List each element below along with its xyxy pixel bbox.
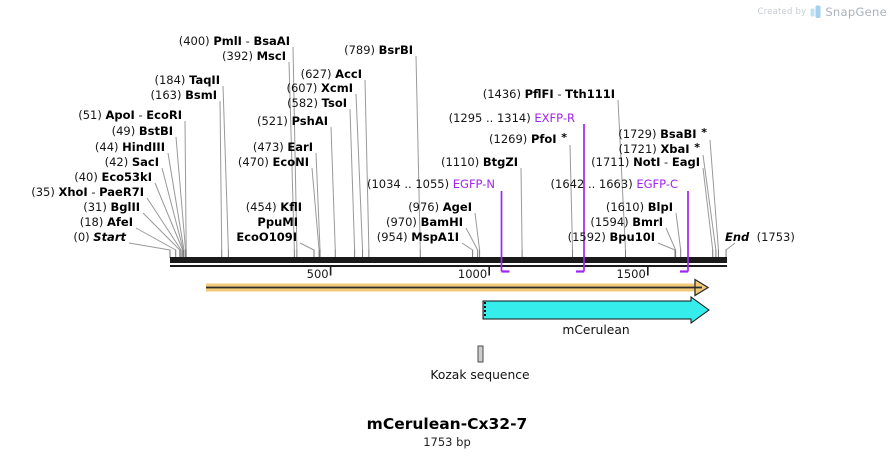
- site-label-bglii[interactable]: (31) BglII: [83, 200, 140, 214]
- primer-label-exfp-r[interactable]: (1295 .. 1314) EXFP-R: [448, 111, 575, 125]
- site-label-bsrbi[interactable]: (789) BsrBI: [344, 43, 413, 57]
- site-label-hindiii[interactable]: (44) HindIII: [94, 140, 165, 154]
- site-label-xbai[interactable]: (1721) XbaI *: [618, 141, 700, 156]
- site-label-econi[interactable]: (470) EcoNI: [237, 155, 309, 169]
- site-label-pshai[interactable]: (521) PshAI: [256, 114, 328, 128]
- pointer-line: [465, 227, 479, 251]
- site-label-bpu10i[interactable]: (1592) Bpu10I: [567, 230, 655, 244]
- pointer-line: [725, 242, 736, 251]
- pointer-line: [175, 136, 187, 251]
- site-label-pmli-bsaai[interactable]: (400) PmlI - BsaAI: [178, 34, 290, 48]
- watermark-created-by: Created by: [757, 7, 807, 17]
- pointer-line: [222, 85, 229, 251]
- site-label-xcmi[interactable]: (607) XcmI: [286, 81, 353, 95]
- pointer-line: [299, 242, 315, 251]
- mcerulean-feature-label[interactable]: mCerulean: [562, 323, 630, 337]
- site-label-bamhi[interactable]: (970) BamHI: [385, 215, 463, 229]
- watermark-brand: SnapGene: [825, 5, 887, 19]
- site-label-bstbi[interactable]: (49) BstBI: [111, 124, 173, 138]
- ruler-label-1500: 1500: [616, 267, 646, 281]
- site-label-mspa1i[interactable]: (954) MspA1I: [376, 230, 459, 244]
- site-label-ppumi[interactable]: PpuMI: [257, 215, 298, 229]
- pointer-line: [142, 212, 181, 251]
- ruler-label-500: 500: [306, 267, 329, 281]
- site-label-start[interactable]: (0) Start: [73, 230, 126, 244]
- pointer-line: [617, 99, 626, 251]
- site-label-xhoi-paer7i[interactable]: (35) XhoI - PaeR7I: [31, 185, 144, 199]
- sequence-bar[interactable]: [170, 257, 728, 263]
- kozak-sequence-label[interactable]: Kozak sequence: [430, 368, 530, 382]
- sequence-bar-lower: [170, 265, 728, 267]
- site-label-noti-eagi[interactable]: (1711) NotI - EagI: [591, 155, 700, 169]
- pointer-line: [657, 242, 676, 251]
- ruler-label-1000: 1000: [457, 267, 488, 281]
- snapgene-logo-icon: [810, 5, 821, 19]
- pointer-line: [315, 152, 321, 251]
- site-label-ecoo109i[interactable]: EcoO109I: [236, 230, 297, 244]
- site-label-eari[interactable]: (473) EarI: [252, 140, 313, 154]
- site-label-blpi[interactable]: (1610) BlpI: [605, 200, 673, 214]
- site-label-bsmi[interactable]: (163) BsmI: [150, 88, 217, 102]
- pointer-line: [702, 167, 714, 251]
- kozak-sequence-mark[interactable]: [477, 345, 484, 363]
- site-label-bsabi[interactable]: (1729) BsaBI *: [618, 126, 707, 141]
- site-label-end[interactable]: End (1753): [725, 230, 795, 244]
- pointer-line: [709, 139, 719, 251]
- pointer-line: [135, 227, 176, 251]
- site-label-btgzi[interactable]: (1110) BtgZI: [440, 155, 518, 169]
- site-label-acci[interactable]: (627) AccI: [300, 67, 362, 81]
- pointer-line: [146, 197, 182, 251]
- site-label-eco53ki[interactable]: (40) Eco53kI: [74, 170, 152, 184]
- site-label-agei[interactable]: (976) AgeI: [408, 200, 472, 214]
- pointer-line: [474, 212, 481, 251]
- pointer-line: [167, 152, 185, 251]
- pointer-line: [364, 79, 370, 251]
- pointer-line: [219, 100, 223, 251]
- pointer-line: [128, 242, 171, 251]
- site-label-taqii[interactable]: (184) TaqII: [154, 73, 220, 87]
- mcerulean-arrow[interactable]: [482, 296, 710, 324]
- pointer-line: [292, 46, 298, 251]
- pointer-line: [675, 212, 682, 251]
- pointer-line: [330, 126, 336, 251]
- pointer-line: [161, 167, 184, 251]
- site-label-pfoi[interactable]: (1269) PfoI *: [489, 131, 567, 146]
- site-label-msci[interactable]: (392) MscI: [222, 49, 286, 63]
- pointer-line: [154, 182, 184, 251]
- plasmid-title: mCerulean-Cx32-7: [366, 415, 528, 433]
- pointer-line: [311, 167, 320, 251]
- site-label-tsoi[interactable]: (582) TsoI: [287, 96, 347, 110]
- pointer-line: [184, 120, 187, 251]
- site-label-pflfi-tth111i[interactable]: (1436) PflFI - Tth111I: [482, 87, 615, 101]
- plasmid-length: 1753 bp: [423, 435, 471, 449]
- pointer-line: [569, 144, 574, 251]
- site-label-bmri[interactable]: (1594) BmrI: [590, 215, 663, 229]
- pointer-line: [665, 227, 677, 251]
- site-label-saci[interactable]: (42) SacI: [104, 155, 159, 169]
- pointer-line: [461, 242, 473, 251]
- site-label-kfli[interactable]: (454) KflI: [245, 200, 302, 214]
- pointer-line: [415, 55, 421, 251]
- site-label-apoi-ecori[interactable]: (51) ApoI - EcoRI: [78, 108, 182, 122]
- primer-label-egfp-c[interactable]: (1642 .. 1663) EGFP-C: [550, 177, 678, 191]
- primer-label-egfp-n[interactable]: (1034 .. 1055) EGFP-N: [366, 177, 495, 191]
- watermark: Created by SnapGene: [758, 5, 887, 19]
- pointer-line: [702, 154, 717, 251]
- pointer-line: [520, 167, 523, 251]
- pointer-line: [355, 93, 364, 251]
- site-label-afei[interactable]: (18) AfeI: [79, 215, 133, 229]
- pointer-line: [349, 108, 356, 251]
- pointer-line: [288, 61, 295, 251]
